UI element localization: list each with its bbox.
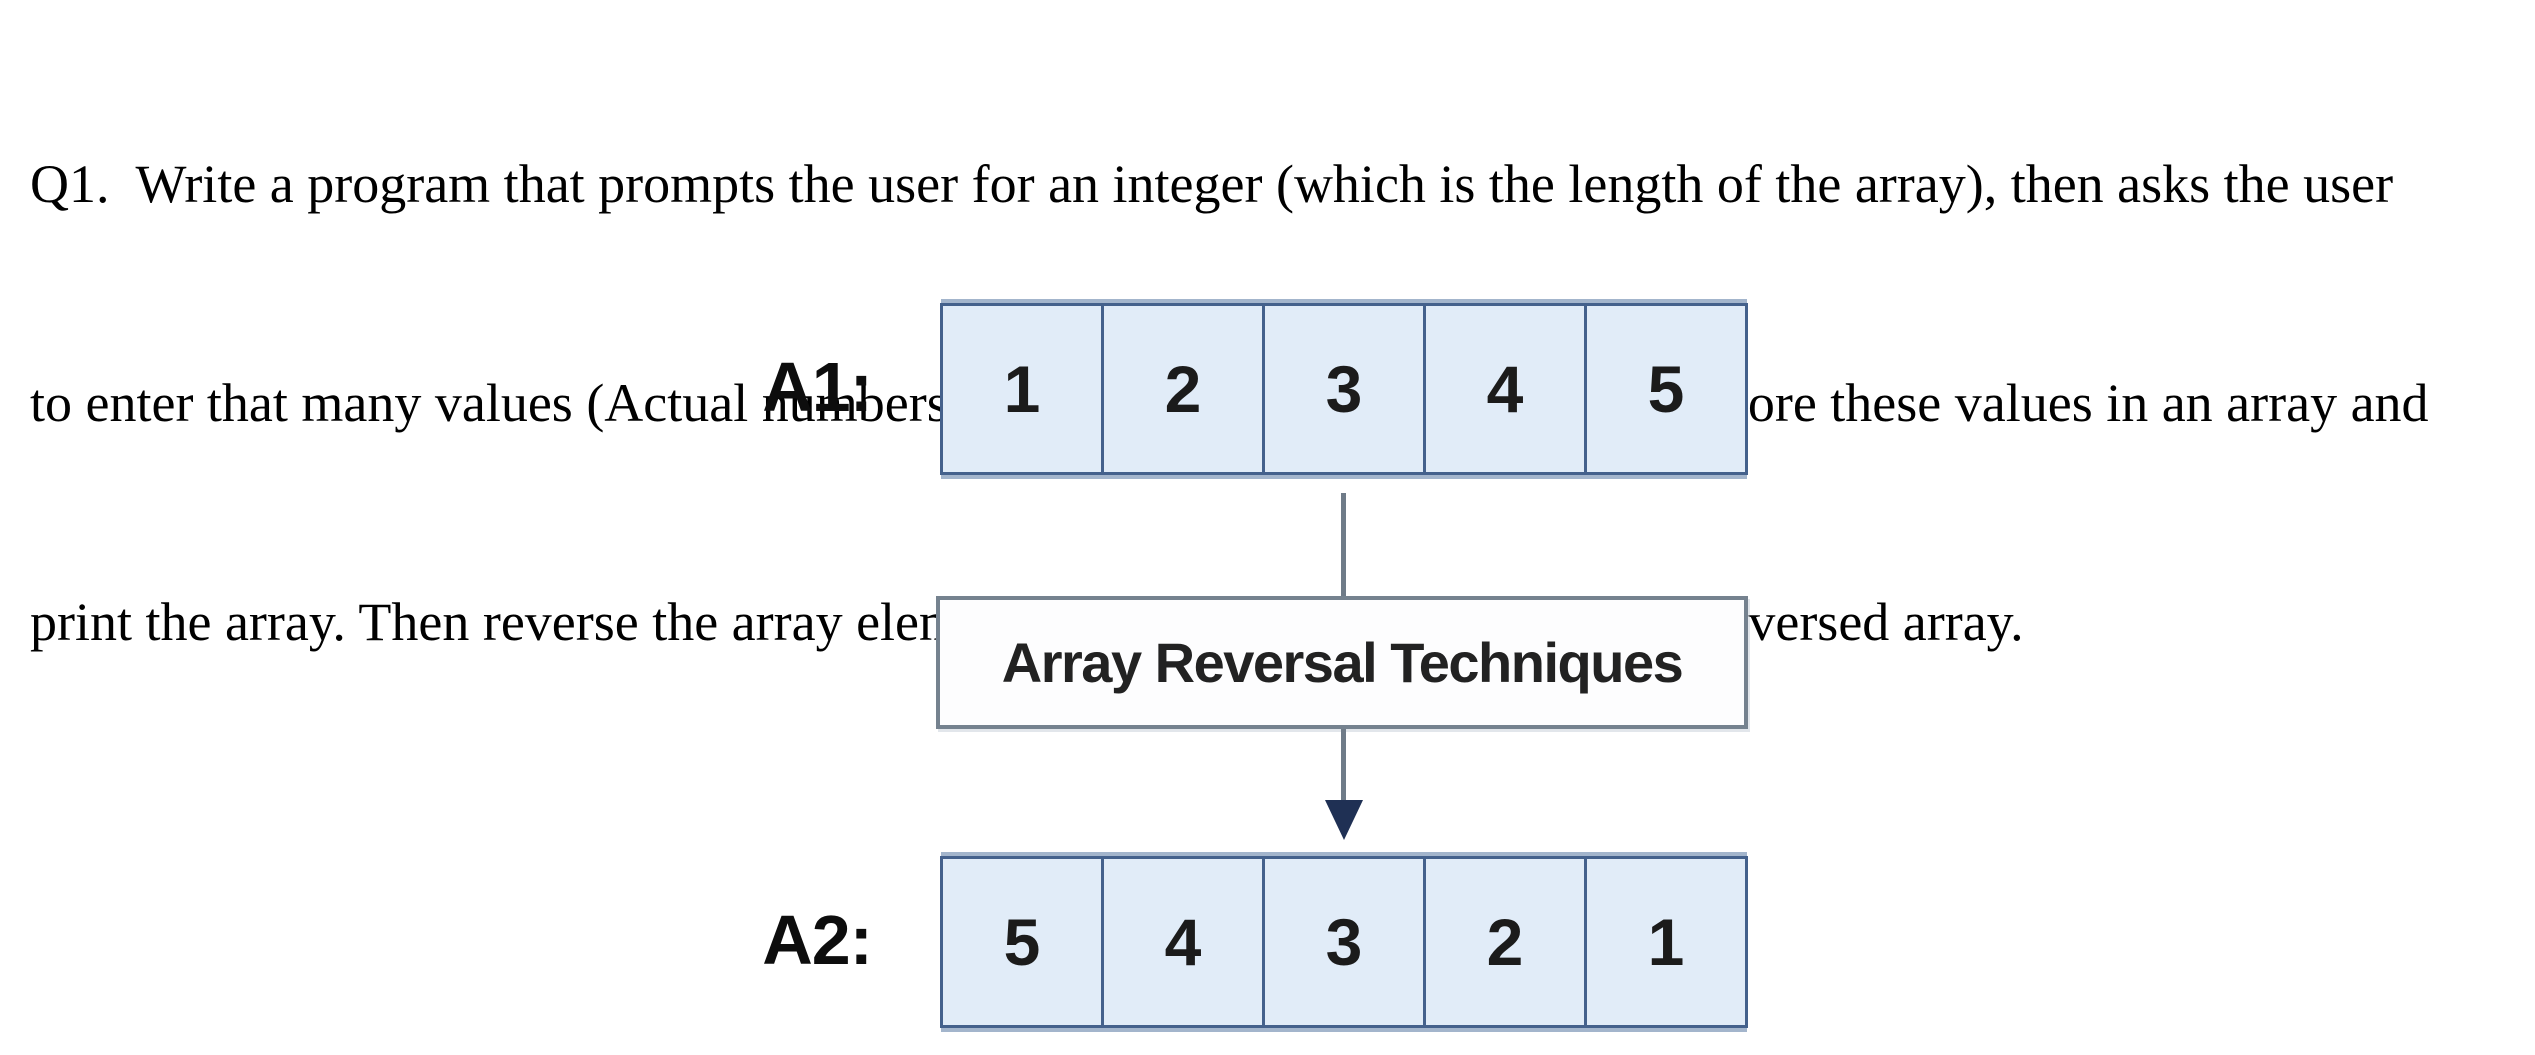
array-cell: 4 [1104, 859, 1265, 1025]
array-cell: 5 [1647, 352, 1685, 426]
array-a1-label: A1: [762, 348, 873, 426]
array-a2-row: 5 4 3 2 1 [940, 856, 1748, 1028]
array-cell: 3 [1265, 306, 1426, 472]
connector-line-top [1341, 493, 1346, 597]
array-cell: 4 [1426, 306, 1587, 472]
arrow-down-icon [1325, 800, 1363, 840]
array-cell: 3 [1265, 859, 1426, 1025]
process-box: Array Reversal Techniques [936, 596, 1748, 729]
array-cell: 2 [1426, 859, 1587, 1025]
array-cell: 1 [1647, 905, 1685, 979]
array-a1-row: 1 2 3 4 5 [940, 303, 1748, 475]
process-box-label: Array Reversal Techniques [1001, 631, 1684, 694]
array-cell: 1 [943, 306, 1104, 472]
array-cell: 2 [1104, 306, 1265, 472]
array-a2-label: A2: [762, 901, 873, 979]
question-text-line-1: Q1. Write a program that prompts the use… [30, 154, 2394, 214]
array-cell: 5 [943, 859, 1104, 1025]
connector-line-bottom [1341, 729, 1346, 803]
